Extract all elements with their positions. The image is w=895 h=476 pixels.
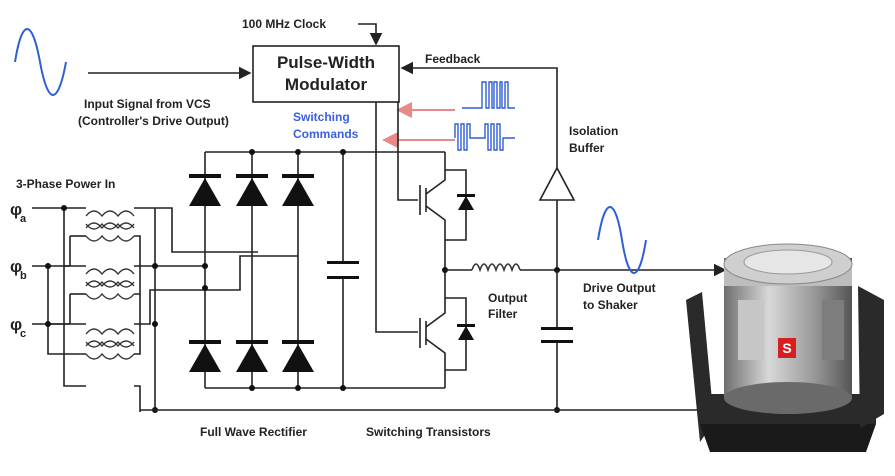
- output-filter-label-line2: Filter: [488, 307, 518, 321]
- input-label-line1: Input Signal from VCS: [84, 97, 211, 111]
- transistors-label: Switching Transistors: [366, 425, 491, 439]
- pwm-block: [252, 45, 400, 103]
- feedback-label: Feedback: [425, 52, 481, 66]
- feedback-wire: [400, 61, 558, 168]
- phase-wires: [32, 207, 86, 387]
- pwm-title-line2: Modulator: [285, 75, 368, 94]
- pwm-pulse-train-icon-bottom: [454, 123, 515, 151]
- phase-c-symbol: φ: [10, 315, 22, 334]
- switching-label-line2: Commands: [293, 127, 359, 141]
- gate-line-bottom: [375, 102, 418, 333]
- output-filter-inductor: [471, 263, 521, 273]
- output-filter-label-line1: Output: [488, 291, 527, 305]
- isolation-buffer-triangle: [538, 166, 576, 201]
- vibration-shaker-icon: S: [686, 243, 884, 452]
- transistor-bottom: [419, 270, 467, 388]
- drive-output-label-line1: Drive Output: [583, 281, 656, 295]
- shaker-brand: S: [782, 340, 791, 356]
- input-label-line2: (Controller's Drive Output): [78, 114, 229, 128]
- pwm-title-line1: Pulse-Width: [277, 53, 375, 72]
- drive-output-label-line2: to Shaker: [583, 298, 638, 312]
- phase-b-sub: b: [20, 270, 27, 282]
- output-sine-wave-icon: [597, 206, 647, 274]
- input-sine-wave-icon: [14, 28, 67, 96]
- bus-capacitor-plate-bottom: [327, 276, 359, 279]
- switching-label-line1: Switching: [293, 110, 350, 124]
- shaker-logo: [778, 338, 796, 358]
- transistor-top: [419, 152, 467, 270]
- phase-c-sub: c: [20, 328, 26, 340]
- isolation-label-line1: Isolation: [569, 124, 618, 138]
- phase-a-sub: a: [20, 213, 27, 225]
- pwm-pulse-train-icon-top: [462, 81, 515, 109]
- clock-label: 100 MHz Clock: [242, 17, 326, 31]
- power-in-label: 3-Phase Power In: [16, 177, 115, 191]
- bus-capacitor-plate-top: [327, 261, 359, 264]
- clock-arrow: [358, 23, 383, 46]
- three-phase-transformers: [85, 210, 135, 360]
- rectifier-diodes: [189, 174, 314, 372]
- rectifier-label: Full Wave Rectifier: [200, 425, 307, 439]
- output-capacitor-plate-bottom: [541, 340, 573, 343]
- output-capacitor-plate-top: [541, 327, 573, 330]
- transformer-output-wires: [134, 207, 298, 412]
- isolation-label-line2: Buffer: [569, 141, 605, 155]
- gate-line-top: [397, 102, 418, 201]
- phase-b-symbol: φ: [10, 257, 22, 276]
- phase-a-symbol: φ: [10, 200, 22, 219]
